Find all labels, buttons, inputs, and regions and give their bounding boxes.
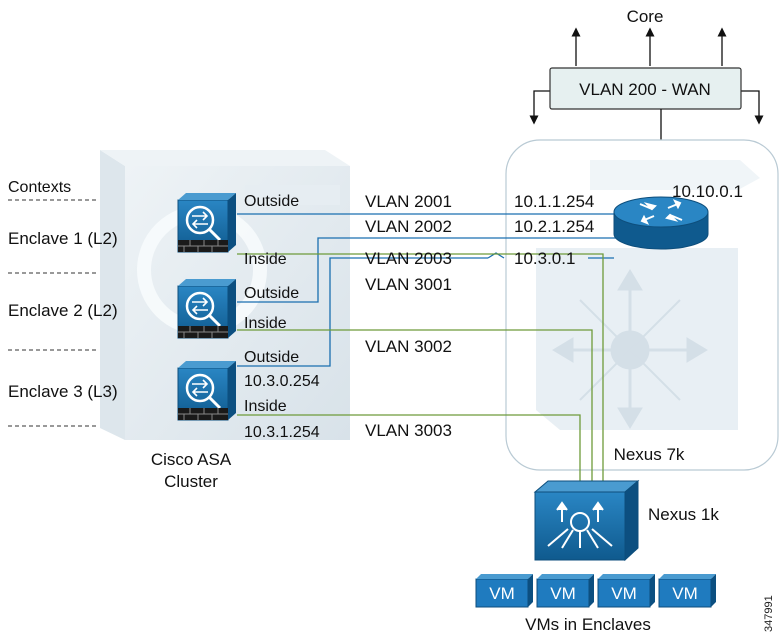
- asa-cluster-building: [100, 150, 350, 440]
- asa1-outside-label: Outside: [244, 193, 299, 210]
- figure-id: 347991: [763, 595, 775, 632]
- asa3-inside-label: Inside: [244, 398, 287, 415]
- asa-cluster-label-line1: Cisco ASA: [151, 450, 232, 469]
- router-device[interactable]: [613, 196, 709, 250]
- asa3-outside-ip: 10.3.0.254: [244, 373, 320, 390]
- asa2-inside-label: Inside: [244, 315, 287, 332]
- router-ip-label: 10.10.0.1: [672, 182, 743, 201]
- vm-1-label: VM: [489, 584, 515, 603]
- asa-unit-1[interactable]: [177, 193, 236, 253]
- vms-caption: VMs in Enclaves: [525, 615, 651, 634]
- brick-base: [178, 408, 228, 420]
- firewall-icon: [185, 373, 222, 410]
- asa-unit-2[interactable]: [177, 279, 236, 339]
- router-ip-2: 10.2.1.254: [514, 217, 594, 236]
- vm-4[interactable]: VM: [658, 574, 716, 608]
- vlan-2003-label: VLAN 2003: [365, 249, 452, 268]
- outside-links: [237, 213, 618, 367]
- enclave-1-label: Enclave 1 (L2): [8, 229, 118, 248]
- link-vlan-3001: [237, 253, 604, 485]
- asa-unit-3[interactable]: [177, 361, 236, 421]
- contexts-header: Contexts: [8, 179, 71, 196]
- asa3-inside-ip: 10.3.1.254: [244, 424, 320, 441]
- vm-3[interactable]: VM: [597, 574, 655, 608]
- virtual-switch-icon: [547, 501, 613, 549]
- asa1-inside-label: Inside: [244, 251, 287, 268]
- core-label: Core: [627, 7, 664, 26]
- inside-links: [237, 253, 604, 485]
- nexus7k-emblem: [552, 269, 708, 429]
- nexus7k-chassis: [505, 139, 779, 471]
- vlan-3001-label: VLAN 3001: [365, 275, 452, 294]
- vm-row: VM VM VM VM: [475, 574, 716, 608]
- vm-2[interactable]: VM: [536, 574, 594, 608]
- nexus1k-label: Nexus 1k: [648, 505, 719, 524]
- asa-cluster-label-line2: Cluster: [164, 472, 218, 491]
- router-arrows-icon: [639, 199, 683, 225]
- router-ip-1: 10.1.1.254: [514, 192, 594, 211]
- wan-box-label: VLAN 200 - WAN: [579, 80, 711, 99]
- enclave-2-label: Enclave 2 (L2): [8, 301, 118, 320]
- vm-4-label: VM: [672, 584, 698, 603]
- vlan-3003-label: VLAN 3003: [365, 421, 452, 440]
- link-vlan-3003: [237, 414, 581, 485]
- wan-box: VLAN 200 - WAN: [529, 67, 764, 125]
- link-vlan-2003-loop: [487, 252, 505, 259]
- link-vlan-2003: [237, 257, 488, 367]
- brick-base: [178, 326, 228, 338]
- vm-2-label: VM: [550, 584, 576, 603]
- vm-1[interactable]: VM: [475, 574, 533, 608]
- nexus7k-label: Nexus 7k: [614, 445, 685, 464]
- nexus1k-switch[interactable]: [533, 479, 640, 562]
- vlan-3002-label: VLAN 3002: [365, 337, 452, 356]
- link-vlan-2002: [237, 237, 616, 303]
- firewall-icon: [185, 291, 222, 328]
- enclave-3-label: Enclave 3 (L3): [8, 382, 118, 401]
- brick-base: [178, 240, 228, 252]
- router-ip-3: 10.3.0.1: [514, 249, 575, 268]
- vlan-2002-label: VLAN 2002: [365, 217, 452, 236]
- firewall-icon: [185, 205, 222, 242]
- asa3-outside-label: Outside: [244, 349, 299, 366]
- vlan-2001-label: VLAN 2001: [365, 192, 452, 211]
- asa2-outside-label: Outside: [244, 285, 299, 302]
- vm-3-label: VM: [611, 584, 637, 603]
- core-uplink-arrows: [571, 27, 727, 66]
- link-vlan-3002: [237, 329, 593, 485]
